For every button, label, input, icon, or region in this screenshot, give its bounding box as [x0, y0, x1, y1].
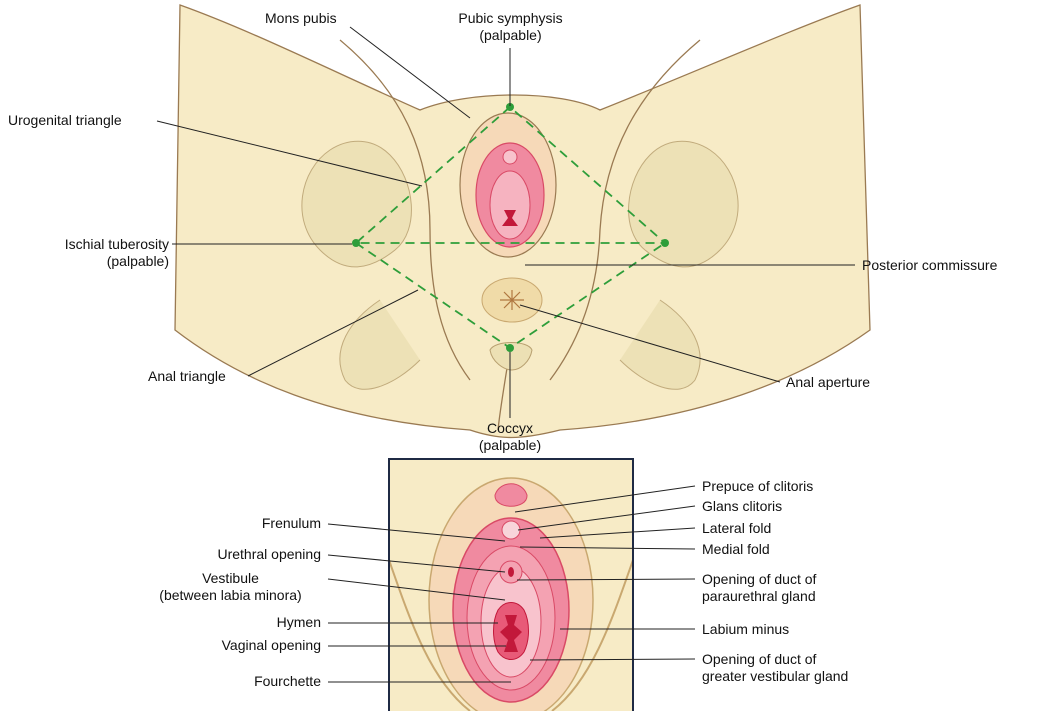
label-posterior-commissure: Posterior commissure [862, 257, 997, 274]
label-urogenital-triangle: Urogenital triangle [8, 112, 122, 129]
detail-urethral-meatus [508, 567, 514, 577]
right-ischial-point [661, 239, 669, 247]
label-prepuce: Prepuce of clitoris [702, 478, 813, 495]
label-urethral-opening: Urethral opening [140, 546, 321, 563]
label-vestibule-line1: Vestibule [140, 570, 321, 587]
label-paraurethral-line1: Opening of duct of [702, 571, 816, 588]
detail-panel [389, 459, 633, 711]
vestibule-area [490, 171, 530, 239]
label-vestibule: Vestibule (between labia minora) [140, 570, 321, 604]
label-greater-vestibular: Opening of duct of greater vestibular gl… [702, 651, 848, 685]
label-coccyx-line1: Coccyx [450, 420, 570, 437]
perineum-figure [175, 5, 870, 438]
label-fourchette: Fourchette [140, 673, 321, 690]
detail-glans [502, 521, 520, 539]
clitoris [503, 150, 517, 164]
label-frenulum: Frenulum [140, 515, 321, 532]
label-mons-pubis: Mons pubis [265, 10, 337, 27]
label-labium-minus: Labium minus [702, 621, 789, 638]
label-paraurethral-line2: paraurethral gland [702, 588, 816, 605]
label-coccyx: Coccyx (palpable) [450, 420, 570, 454]
label-ischial-tuberosity: Ischial tuberosity (palpable) [4, 236, 169, 270]
label-anal-aperture: Anal aperture [786, 374, 870, 391]
label-anal-triangle: Anal triangle [148, 368, 226, 385]
label-paraurethral: Opening of duct of paraurethral gland [702, 571, 816, 605]
label-medial-fold: Medial fold [702, 541, 770, 558]
label-glans: Glans clitoris [702, 498, 782, 515]
label-ischial-line2: (palpable) [4, 253, 169, 270]
label-vestibule-line2: (between labia minora) [140, 587, 321, 604]
label-coccyx-line2: (palpable) [450, 437, 570, 454]
label-pubic-symphysis-line2: (palpable) [438, 27, 583, 44]
label-pubic-symphysis-line1: Pubic symphysis [438, 10, 583, 27]
label-greater-vestibular-line2: greater vestibular gland [702, 668, 848, 685]
label-pubic-symphysis: Pubic symphysis (palpable) [438, 10, 583, 44]
label-ischial-line1: Ischial tuberosity [4, 236, 169, 253]
coccyx-point [506, 344, 514, 352]
label-hymen: Hymen [140, 614, 321, 631]
right-hip-bone [629, 141, 739, 267]
label-lateral-fold: Lateral fold [702, 520, 771, 537]
label-vaginal-opening: Vaginal opening [140, 637, 321, 654]
left-ischial-point [352, 239, 360, 247]
label-greater-vestibular-line1: Opening of duct of [702, 651, 848, 668]
